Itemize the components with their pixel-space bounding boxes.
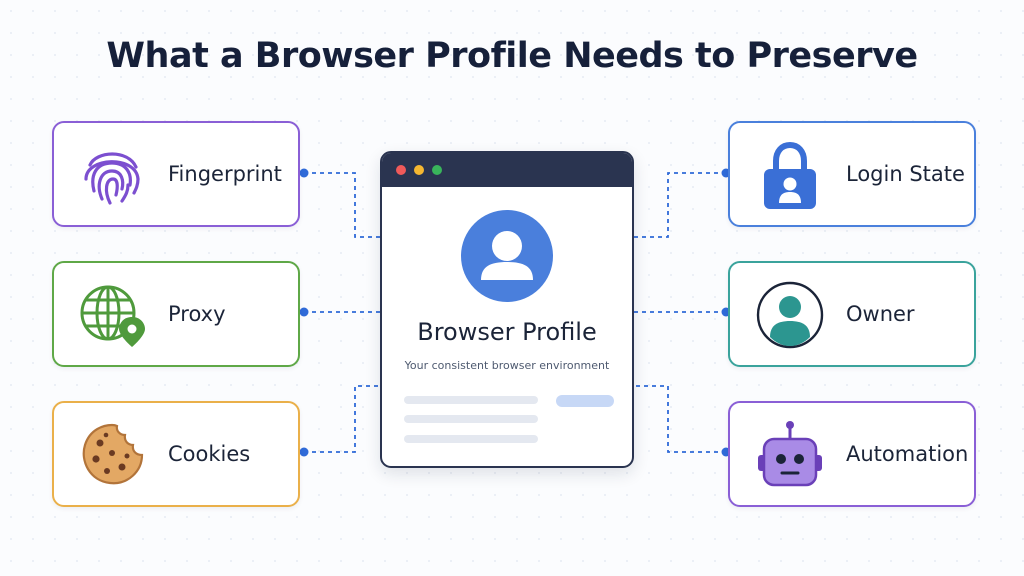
placeholder-bar-1 [404, 396, 538, 404]
node-label-automation: Automation [846, 442, 969, 466]
connector-dot-proxy [299, 307, 309, 317]
page-title: What a Browser Profile Needs to Preserve [106, 36, 918, 76]
node-label-cookies: Cookies [168, 442, 251, 466]
window-subtitle: Your consistent browser environment [404, 359, 610, 372]
node-automation[interactable]: Automation [728, 401, 976, 507]
node-label-fingerprint: Fingerprint [168, 162, 282, 186]
placeholder-bar-2 [404, 415, 538, 423]
close-dot-icon [396, 165, 406, 175]
padlock-user-icon [764, 141, 816, 209]
globe-location-icon [80, 285, 145, 347]
fingerprint-icon [84, 152, 140, 205]
window-titlebar [382, 153, 632, 187]
robot-icon [758, 421, 822, 487]
cookie-icon [82, 423, 144, 485]
connector-fingerprint [304, 172, 382, 238]
node-fingerprint[interactable]: Fingerprint [52, 121, 300, 227]
node-label-owner: Owner [846, 302, 915, 326]
user-avatar-icon [461, 210, 553, 302]
placeholder-bar-3 [404, 435, 538, 443]
connector-automation [634, 385, 726, 453]
node-owner[interactable]: Owner [728, 261, 976, 367]
minimize-dot-icon [414, 165, 424, 175]
window-title: Browser Profile [417, 318, 597, 346]
node-proxy[interactable]: Proxy [52, 261, 300, 367]
connector-login-state [634, 172, 726, 238]
node-label-login-state: Login State [846, 162, 965, 186]
node-login-state[interactable]: Login State [728, 121, 976, 227]
placeholder-bar-accent [556, 395, 614, 407]
browser-profile-window: Browser Profile Your consistent browser … [380, 151, 634, 468]
node-cookies[interactable]: Cookies [52, 401, 300, 507]
connector-dot-cookies [299, 447, 309, 457]
node-label-proxy: Proxy [168, 302, 226, 326]
maximize-dot-icon [432, 165, 442, 175]
person-icon [756, 281, 824, 349]
connector-cookies [304, 385, 382, 453]
connector-dot-fingerprint [299, 168, 309, 178]
